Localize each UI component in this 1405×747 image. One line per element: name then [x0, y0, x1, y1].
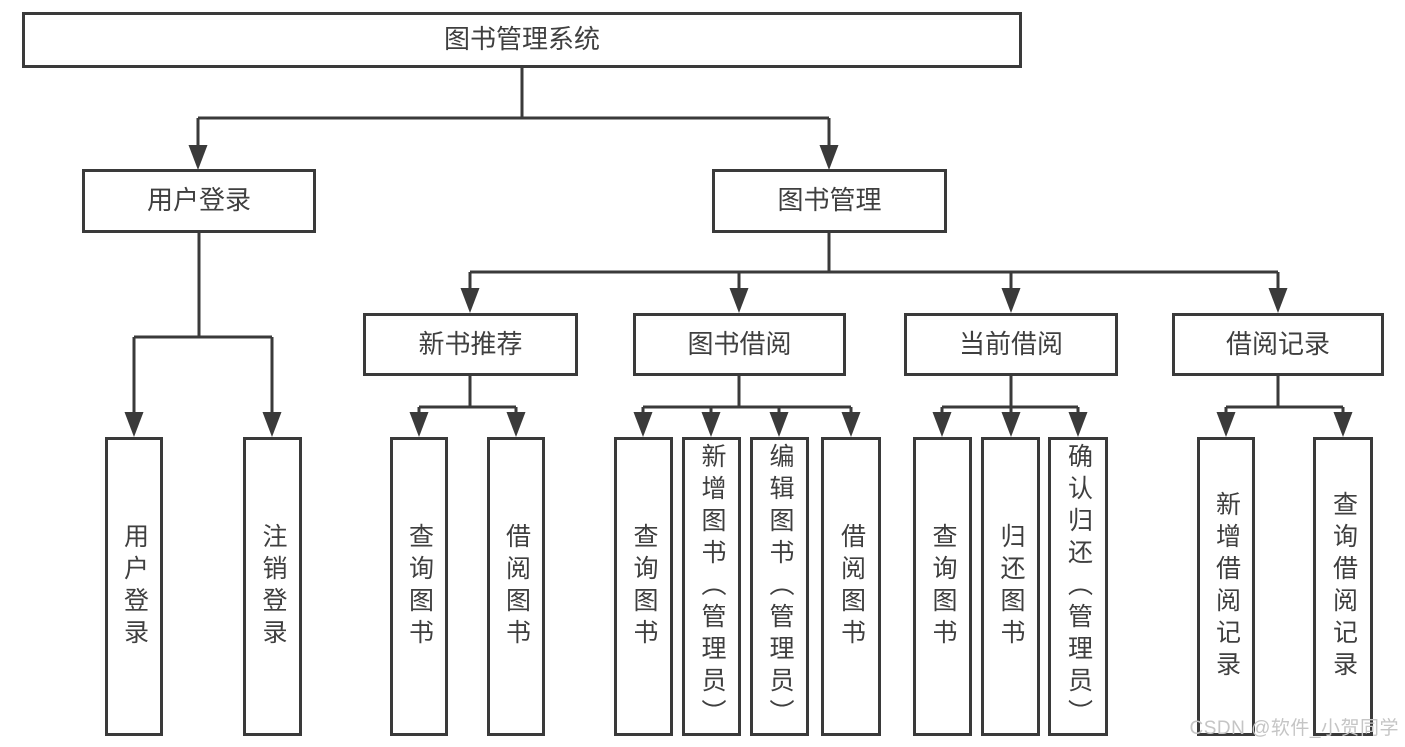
- node-user-login: 用户登录: [82, 169, 316, 233]
- arrowheads-book-borrow: [633, 412, 861, 437]
- leaf-logout: 注销登录: [243, 437, 302, 736]
- arrowheads-current-borrow: [932, 412, 1088, 437]
- leaf-query-borrow-record: 查询借阅记录: [1313, 437, 1373, 736]
- node-borrow-records: 借阅记录: [1172, 313, 1384, 376]
- arrowheads-new-books: [409, 412, 526, 437]
- leaf-query-books-current: 查询图书: [913, 437, 972, 736]
- leaf-borrow-books-borrow-label: 借阅图书: [837, 522, 866, 651]
- leaf-return-books: 归还图书: [981, 437, 1040, 736]
- node-root-system: 图书管理系统: [22, 12, 1022, 68]
- node-book-management: 图书管理: [712, 169, 947, 233]
- leaf-borrow-books-newbooks: 借阅图书: [487, 437, 545, 736]
- leaf-borrow-books-borrow: 借阅图书: [821, 437, 881, 736]
- arrowheads-borrow-records: [1216, 412, 1353, 437]
- leaf-query-books-borrow: 查询图书: [614, 437, 673, 736]
- connector-book-borrow: [641, 376, 853, 417]
- connector-new-books: [417, 376, 518, 417]
- node-book-borrow: 图书借阅: [633, 313, 846, 376]
- leaf-borrow-books-newbooks-label: 借阅图书: [502, 522, 531, 651]
- leaf-edit-books-admin: 编辑图书（管理员）: [750, 437, 809, 736]
- leaf-add-books-admin: 新增图书（管理员）: [682, 437, 741, 736]
- leaf-query-books-newbooks: 查询图书: [390, 437, 448, 736]
- leaf-confirm-return-admin-label: 确认归还（管理员）: [1064, 442, 1093, 731]
- leaf-user-login-label: 用户登录: [120, 522, 149, 651]
- leaf-add-borrow-record-label: 新增借阅记录: [1212, 490, 1241, 683]
- leaf-query-borrow-record-label: 查询借阅记录: [1329, 490, 1358, 683]
- leaf-add-books-admin-label: 新增图书（管理员）: [698, 442, 726, 731]
- leaf-add-borrow-record: 新增借阅记录: [1197, 437, 1255, 736]
- connector-book-management: [468, 233, 1280, 293]
- leaf-confirm-return-admin: 确认归还（管理员）: [1048, 437, 1108, 736]
- connector-user-login: [132, 233, 274, 417]
- leaf-logout-label: 注销登录: [259, 522, 287, 651]
- connector-current-borrow: [940, 376, 1080, 417]
- csdn-watermark: CSDN @软件_小贺同学: [1189, 718, 1399, 739]
- connector-root-to-level2: [196, 68, 831, 150]
- node-new-books: 新书推荐: [363, 313, 578, 376]
- leaf-query-books-newbooks-label: 查询图书: [405, 522, 434, 651]
- leaf-query-books-borrow-label: 查询图书: [630, 522, 658, 651]
- leaf-user-login: 用户登录: [105, 437, 163, 736]
- leaf-edit-books-admin-label: 编辑图书（管理员）: [766, 442, 794, 731]
- connector-borrow-records: [1224, 376, 1345, 417]
- arrowheads-level3: [460, 288, 1288, 313]
- arrowheads-level2: [188, 145, 839, 170]
- leaf-return-books-label: 归还图书: [997, 522, 1025, 651]
- leaf-query-books-current-label: 查询图书: [929, 522, 957, 651]
- node-current-borrow: 当前借阅: [904, 313, 1118, 376]
- arrowheads-user-login: [124, 412, 282, 437]
